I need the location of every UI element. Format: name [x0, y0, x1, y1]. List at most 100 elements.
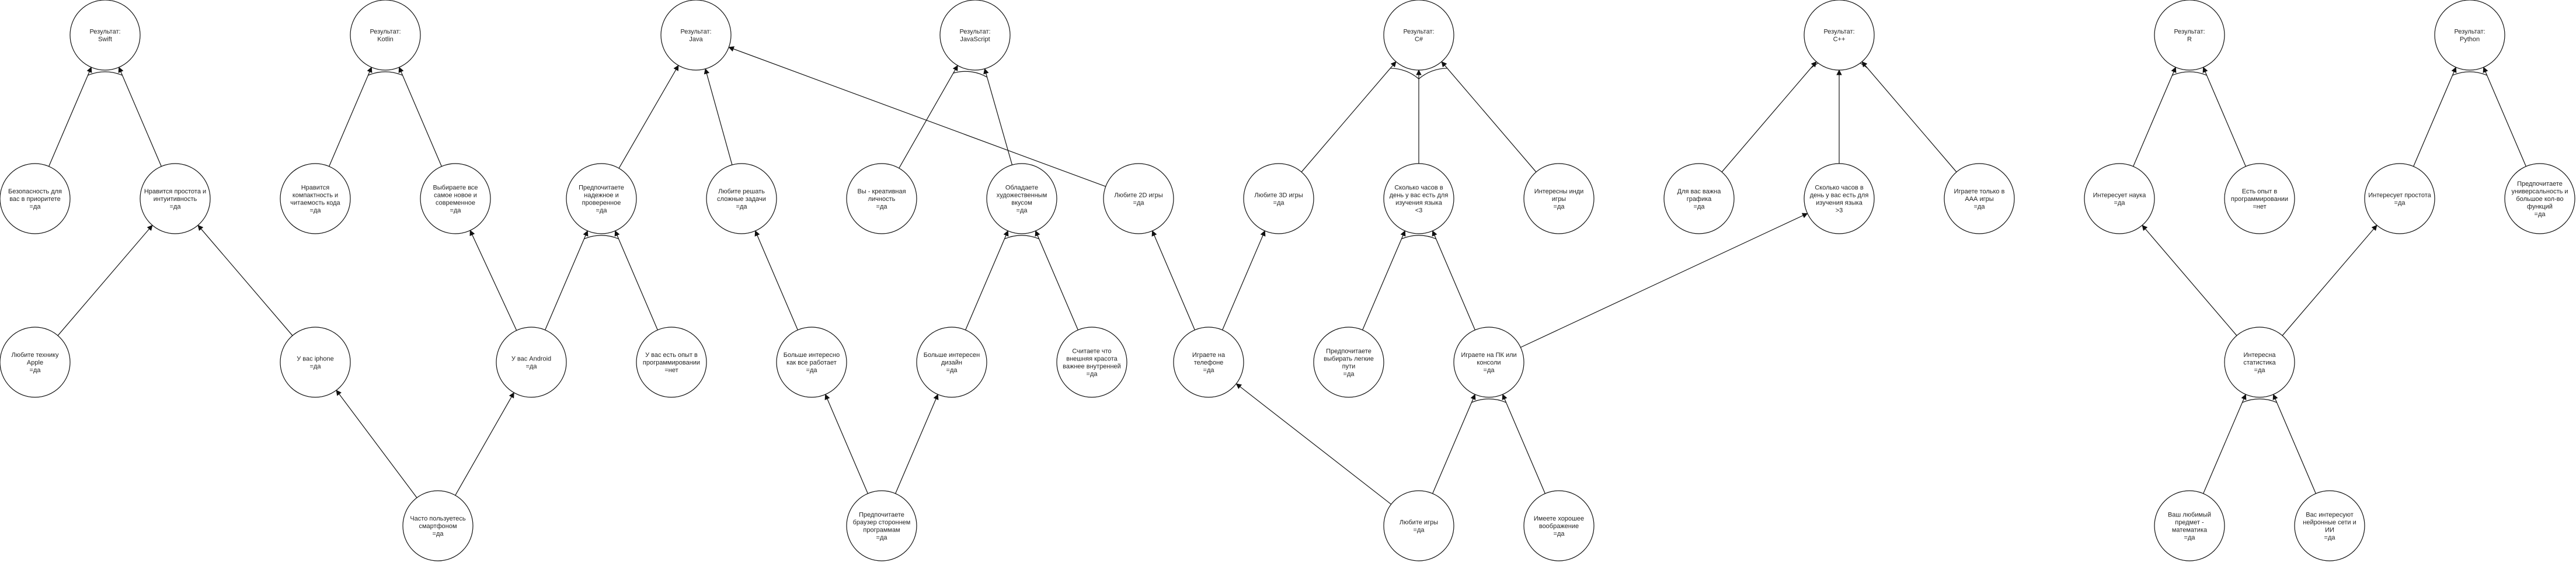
node-circle: [1313, 327, 1384, 398]
node-label-line: Обладаете: [1005, 185, 1038, 192]
node-label-line: день у вас есть для: [1810, 192, 1869, 199]
edge-q_ease-to-r_py: [2413, 67, 2457, 167]
edge-q_aaa-to-r_cpp: [1861, 61, 1957, 172]
node-label-line: =да: [2254, 367, 2266, 374]
node-label-line: как все работает: [786, 359, 837, 366]
and-arc-r_r: [2172, 71, 2207, 76]
node-label-line: =да: [806, 367, 818, 374]
node-label-line: Сколько часов в: [1394, 185, 1443, 192]
edge-q_smartphone-to-q_android: [455, 392, 514, 496]
node-circle: [846, 163, 917, 234]
node-label-line: вкусом: [1011, 200, 1032, 207]
node-label-line: =да: [526, 363, 538, 370]
node-label-line: =да: [170, 203, 182, 210]
edge-q_browser-to-q_design: [895, 394, 939, 494]
node-label-line: Результат:: [2454, 29, 2485, 36]
and-arc-r_js: [953, 71, 987, 78]
and-arcs-layer: [88, 57, 2487, 403]
edge-q_simplicity-to-r_swift: [118, 67, 162, 167]
edge-q_science-to-r_r: [2133, 67, 2177, 167]
node-r-r: Результат:R: [2154, 0, 2225, 71]
node-label-line: Нравится простота и: [144, 188, 206, 195]
edge-q_universal-to-r_py: [2483, 67, 2526, 167]
node-label-line: читаемость кода: [290, 200, 340, 207]
node-label-line: интуитивность: [154, 196, 197, 203]
node-label-line: программировании: [2231, 196, 2288, 203]
node-r-py: Результат:Python: [2434, 0, 2505, 71]
node-label-line: =да: [1017, 207, 1028, 214]
edge-q_compact-to-r_kotlin: [329, 67, 373, 167]
node-circle: [2504, 163, 2575, 234]
node-label-line: =да: [2324, 535, 2336, 542]
node-label-line: =да: [1554, 203, 1565, 210]
node-label-line: телефоне: [1194, 359, 1224, 366]
node-label-line: =да: [30, 367, 41, 374]
node-label-line: >3: [1836, 207, 1843, 214]
edge-q_newest-to-r_kotlin: [398, 67, 442, 167]
node-circle: [2224, 163, 2295, 234]
node-label-line: Ваш любимый: [2168, 512, 2211, 519]
node-label-line: смартфоном: [419, 523, 457, 530]
node-label-line: вас в приоритете: [9, 196, 61, 203]
edge-q_imagination-to-q_pc: [1502, 394, 1545, 494]
edge-q_graphics-to-r_cpp: [1721, 61, 1817, 172]
node-circle: [402, 490, 474, 561]
node-label-line: R: [2187, 36, 2192, 43]
node-circle: [1523, 163, 1595, 234]
edges-layer: [48, 46, 2526, 505]
node-label-line: день у вас есть для: [1390, 192, 1449, 199]
edge-q_iphone-to-q_simplicity: [197, 224, 293, 336]
edge-q_browser-to-q_backend: [824, 394, 868, 494]
node-label-line: =да: [2394, 200, 2406, 207]
node-label-line: =да: [946, 367, 958, 374]
node-circle: [566, 163, 637, 234]
node-label-line: =да: [1554, 530, 1565, 537]
node-label-line: функций: [2527, 203, 2553, 210]
node-label-line: C#: [1415, 36, 1423, 43]
node-label-line: ААА игры: [1965, 196, 1993, 203]
node-label-line: Часто пользуетесь: [410, 515, 466, 522]
node-circle: [1383, 0, 1454, 71]
edge-q_stats-to-q_science: [2142, 224, 2237, 336]
node-label-line: художественным: [997, 192, 1047, 199]
node-circle: [1453, 327, 1524, 398]
node-circle: [140, 163, 211, 234]
edge-q_2d-to-r_java: [728, 46, 1106, 187]
edge-q_games-to-q_phone: [1235, 383, 1392, 505]
node-circle: [1804, 0, 1875, 71]
node-label-line: воображение: [1539, 523, 1579, 530]
node-circle: [1056, 327, 1127, 398]
node-label-line: большое кол-во: [2516, 196, 2563, 203]
node-circle: [660, 0, 732, 71]
node-label-line: Предпочитаете: [579, 185, 624, 192]
node-circle: [350, 0, 421, 71]
node-label-line: =да: [1343, 371, 1355, 378]
node-label-line: =да: [876, 203, 888, 210]
node-label-line: JavaScript: [960, 36, 990, 43]
node-label-line: =да: [1484, 367, 1495, 374]
node-label-line: Результат:: [2174, 29, 2205, 36]
edge-q_progexp-to-r_r: [2202, 67, 2246, 167]
node-label-line: =да: [1087, 371, 1098, 378]
edge-q_pc-to-q_hours_cpp: [1520, 213, 1808, 348]
node-label-line: изучения языка: [1816, 200, 1863, 207]
node-label-line: важнее внутренней: [1063, 363, 1121, 370]
node-circle: [776, 327, 847, 398]
node-label-line: Интересует простота: [2368, 192, 2431, 199]
node-label-line: =да: [450, 207, 462, 214]
and-arc-r_py: [2452, 71, 2487, 76]
node-circle: [2224, 327, 2295, 398]
node-label-line: выбирать легкие: [1324, 356, 1374, 363]
node-label-line: Любите 3D игры: [1254, 192, 1303, 199]
